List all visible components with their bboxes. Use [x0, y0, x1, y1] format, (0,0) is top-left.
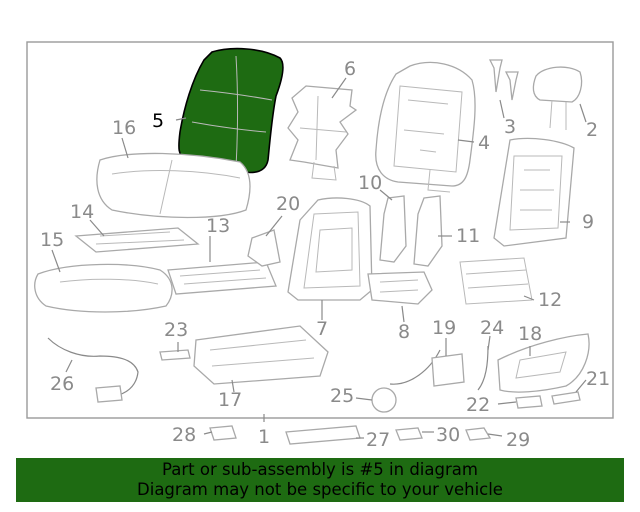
callout-16: 16 [112, 117, 136, 139]
part-15-cushion-pad [34, 263, 173, 313]
banner-background [16, 458, 624, 502]
callout-labels: 5 6 16 4 3 2 14 13 15 20 10 11 9 7 8 12 … [40, 58, 610, 451]
callout-1: 1 [258, 426, 270, 448]
part-10-bolster [379, 195, 407, 263]
callout-11: 11 [456, 225, 480, 247]
callout-7: 7 [316, 318, 328, 340]
part-16-seat-cushion [96, 152, 251, 219]
banner-line-1: Part or sub-assembly is #5 in diagram [162, 460, 478, 479]
callout-24: 24 [480, 317, 504, 339]
callout-25: 25 [330, 385, 354, 407]
part-9-lumbar-frame [493, 137, 575, 247]
callout-21: 21 [586, 368, 610, 390]
part-2-headrest [532, 66, 583, 130]
part-28-clip [209, 425, 237, 441]
callout-15: 15 [40, 229, 64, 251]
leader-lines [51, 77, 587, 439]
callout-26: 26 [50, 373, 74, 395]
part-11-bolster [413, 195, 443, 267]
part-info-banner: Part or sub-assembly is #5 in diagram Di… [16, 458, 624, 502]
callout-3: 3 [504, 116, 516, 138]
part-18-side-shield [497, 333, 590, 393]
part-21-knob [551, 391, 581, 405]
part-13-spring-mat [167, 261, 277, 295]
callout-27: 27 [366, 429, 390, 451]
callout-17: 17 [218, 389, 242, 411]
callout-4: 4 [478, 132, 490, 154]
part-22-knob [515, 395, 543, 409]
part-6-heater-pad [287, 85, 358, 181]
part-25-motor [371, 387, 397, 413]
part-8-control-module [367, 271, 433, 305]
part-7-seat-back-frame [287, 197, 373, 301]
part-19-cable [389, 349, 465, 387]
callout-2: 2 [586, 119, 598, 141]
callout-5: 5 [152, 110, 164, 132]
callout-13: 13 [206, 215, 230, 237]
part-26-wiring-harness [47, 337, 139, 403]
callout-8: 8 [398, 321, 410, 343]
callout-9: 9 [582, 211, 594, 233]
callout-23: 23 [164, 319, 188, 341]
callout-19: 19 [432, 317, 456, 339]
callout-10: 10 [358, 172, 382, 194]
callout-29: 29 [506, 429, 530, 451]
part-24-cable [477, 345, 489, 391]
callout-28: 28 [172, 424, 196, 446]
part-4-seat-back-cover [375, 61, 476, 193]
part-3-fasteners [488, 59, 519, 101]
callout-12: 12 [538, 289, 562, 311]
callout-30: 30 [436, 424, 460, 446]
part-23-clip [159, 349, 191, 361]
part-5-seat-back-cushion[interactable] [178, 47, 284, 174]
callout-14: 14 [70, 201, 94, 223]
part-27-trim [285, 425, 361, 445]
part-14-cushion-heater-mat [74, 227, 200, 253]
callout-22: 22 [466, 394, 490, 416]
part-29-clip [465, 427, 492, 441]
part-17-seat-adjuster [193, 325, 329, 385]
banner-line-2: Diagram may not be specific to your vehi… [137, 480, 503, 499]
callout-20: 20 [276, 193, 300, 215]
part-12-wire-mat [459, 257, 533, 305]
part-30-bracket [395, 427, 423, 441]
callout-18: 18 [518, 323, 542, 345]
callout-6: 6 [344, 58, 356, 80]
